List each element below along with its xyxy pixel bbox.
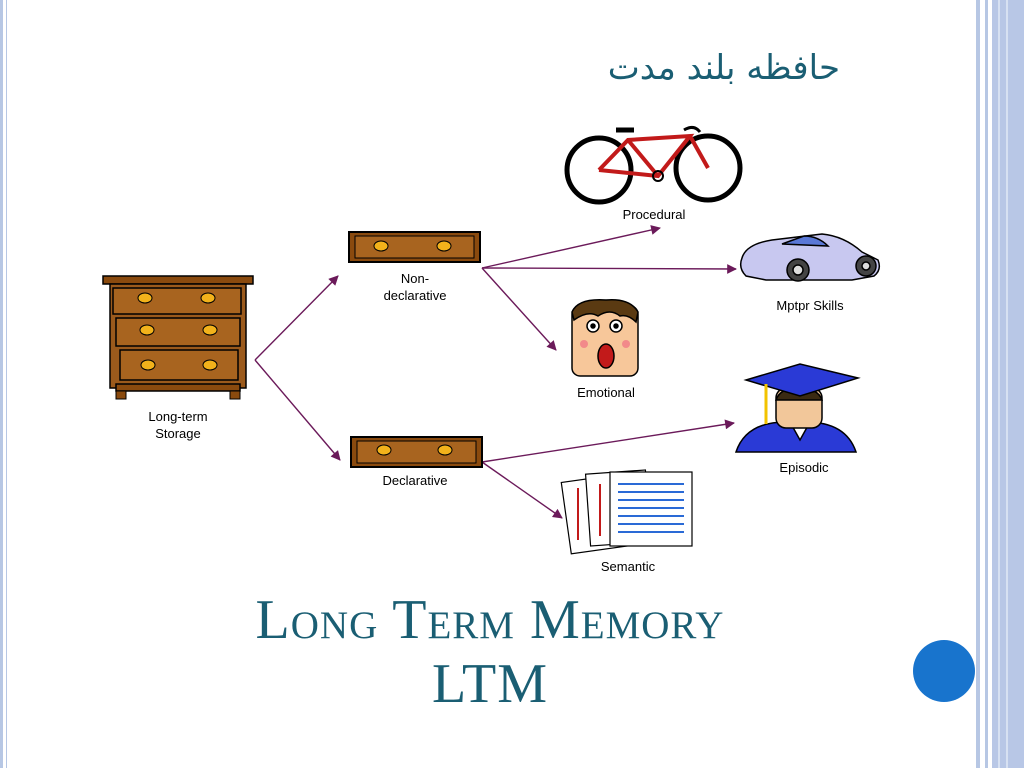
nondeclarative-label: Non- declarative	[355, 270, 475, 304]
nondeclarative-label-line2: declarative	[383, 288, 447, 303]
dresser-icon	[102, 275, 254, 400]
shocked-face-icon	[571, 299, 639, 377]
left-border-line	[6, 0, 7, 768]
storage-label-line2: Storage	[155, 426, 201, 441]
procedural-label: Procedural	[622, 207, 686, 222]
title-line1: Long Term Memory	[255, 589, 725, 651]
arrow-to-emotional	[481, 267, 557, 351]
persian-title: حافظه بلند مدت	[607, 48, 840, 88]
nondeclarative-label-line1: Non-	[400, 271, 430, 286]
title-line2: LTM	[431, 653, 549, 715]
episodic-label: Episodic	[779, 460, 829, 475]
semantic-label: Semantic	[600, 559, 656, 574]
declarative-label: Declarative	[382, 473, 448, 488]
arrow-to-procedural	[481, 225, 661, 269]
graduate-icon	[734, 363, 861, 453]
nondeclarative-drawer-icon	[348, 231, 481, 263]
slide-title: Long Term Memory LTM	[80, 588, 900, 716]
bicycle-icon	[564, 125, 743, 205]
arrow-to-episodic	[481, 419, 735, 463]
arrows	[254, 225, 737, 519]
storage-label-line1: Long-term	[148, 409, 208, 424]
arrow-storage-to-nondeclarative	[254, 275, 339, 361]
arrow-to-motor-skills	[481, 264, 737, 274]
accent-circle	[913, 640, 975, 702]
storage-label: Long-term Storage	[118, 408, 238, 442]
arrow-storage-to-declarative	[254, 359, 341, 461]
emotional-label: Emotional	[577, 385, 635, 400]
right-border	[976, 0, 1024, 768]
motor-skills-label: Mptpr Skills	[776, 298, 844, 313]
documents-icon	[560, 469, 693, 555]
car-icon	[739, 233, 881, 282]
arrow-to-semantic	[481, 461, 563, 519]
declarative-drawer-icon	[350, 436, 483, 468]
left-border	[0, 0, 3, 768]
